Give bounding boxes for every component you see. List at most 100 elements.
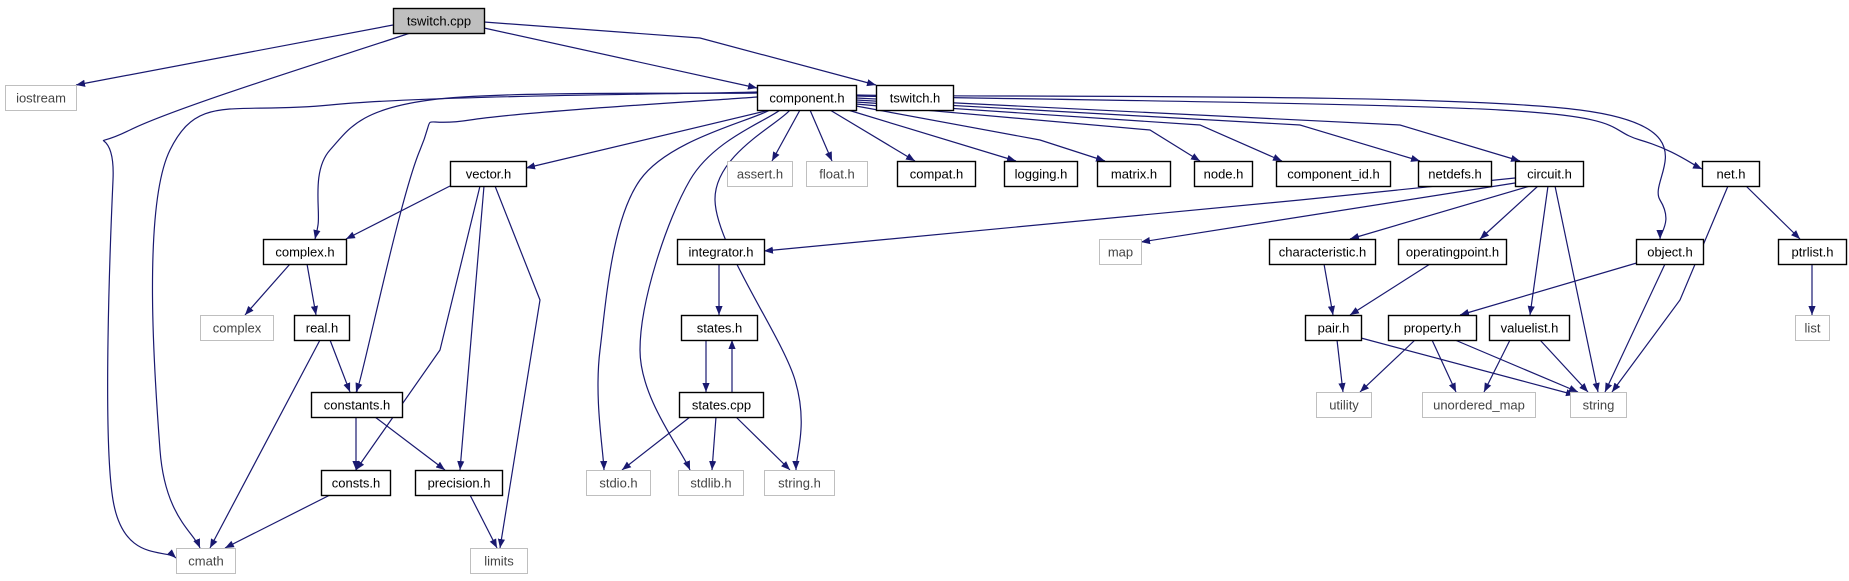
node-circuit-h[interactable]: circuit.h [1514, 160, 1585, 188]
edge-object-h-to-property-h [1459, 261, 1641, 316]
node-operatingpoint-h[interactable]: operatingpoint.h [1397, 238, 1508, 266]
edge-valuelist-h-to-string [1539, 339, 1589, 393]
edge-complex-h-to-complex [244, 263, 291, 316]
node-label: component.h [769, 91, 844, 106]
edge-property-h-to-unordered-map [1431, 339, 1457, 393]
edge-component-h-to-circuit-h [855, 97, 1521, 162]
node-consts-h[interactable]: consts.h [320, 469, 392, 497]
node-box [678, 391, 765, 419]
node-label: operatingpoint.h [1406, 245, 1499, 260]
edge-component-h-to-node-h [855, 103, 1201, 162]
node-node-h[interactable]: node.h [1193, 160, 1254, 188]
node-characteristic-h[interactable]: characteristic.h [1268, 238, 1377, 266]
node-label: map [1108, 245, 1133, 260]
node-constants-h[interactable]: constants.h [310, 391, 404, 419]
node-box [1316, 392, 1372, 418]
node-box [293, 314, 351, 342]
node-label: pair.h [1318, 321, 1350, 336]
node-integrator-h[interactable]: integrator.h [676, 238, 766, 266]
node-box [1397, 238, 1508, 266]
node-unordered-map: unordered_map [1422, 392, 1536, 418]
edge-states-cpp-to-string-h [735, 416, 791, 471]
edge-characteristic-h-to-pair-h [1323, 263, 1335, 316]
edge-states-cpp-to-stdio-h [621, 416, 691, 471]
node-label: compat.h [910, 167, 963, 182]
node-box [414, 469, 504, 497]
node-box [676, 238, 766, 266]
node-vector-h[interactable]: vector.h [449, 160, 528, 188]
node-assert-h: assert.h [727, 161, 793, 187]
node-stdlib-h: stdlib.h [678, 470, 744, 496]
node-component-h[interactable]: component.h [756, 84, 858, 112]
node-tswitch-h[interactable]: tswitch.h [875, 84, 955, 112]
node-box [392, 7, 486, 35]
node-label: node.h [1204, 167, 1244, 182]
edge-component-h-to-logging-h [847, 109, 1017, 162]
edge-object-h-to-string [1604, 263, 1666, 393]
node-box [5, 85, 77, 111]
node-label: complex [213, 321, 262, 336]
edge-property-h-to-string [1454, 339, 1579, 393]
edge-property-h-to-utility [1359, 339, 1416, 393]
node-precision-h[interactable]: precision.h [414, 469, 504, 497]
node-label: circuit.h [1527, 167, 1572, 182]
edge-component-h-to-compat-h [829, 109, 916, 162]
node-logging-h[interactable]: logging.h [1003, 160, 1079, 188]
node-string: string [1570, 392, 1627, 418]
node-component-id-h[interactable]: component_id.h [1275, 160, 1392, 188]
node-box [449, 160, 528, 188]
node-ptrlist-h[interactable]: ptrlist.h [1777, 238, 1848, 266]
node-label: tswitch.h [890, 91, 941, 106]
node-complex-h[interactable]: complex.h [262, 238, 348, 266]
node-label: string [1583, 398, 1615, 413]
edge-component-h-to-stdlib-h [639, 109, 781, 471]
node-label: real.h [306, 321, 339, 336]
edge-component-h-to-cmath [151, 91, 758, 549]
node-box [1096, 160, 1172, 188]
edge-tswitch-cpp-to-component-h [483, 27, 758, 90]
node-utility: utility [1316, 392, 1372, 418]
node-label: precision.h [428, 476, 491, 491]
edge-precision-h-to-limits [469, 494, 498, 549]
edge-component-h-to-vector-h [525, 109, 771, 170]
node-compat-h[interactable]: compat.h [896, 160, 977, 188]
edge-component-h-to-netdefs-h [855, 99, 1421, 162]
edge-circuit-h-to-valuelist-h [1527, 185, 1549, 316]
node-tswitch-cpp[interactable]: tswitch.cpp [392, 7, 486, 35]
node-label: net.h [1717, 167, 1746, 182]
node-states-cpp[interactable]: states.cpp [678, 391, 765, 419]
node-netdefs-h[interactable]: netdefs.h [1417, 160, 1493, 188]
edge-operatingpoint-h-to-pair-h [1349, 263, 1431, 316]
node-label: object.h [1647, 245, 1693, 260]
edge-consts-h-to-cmath [224, 494, 331, 549]
node-label: logging.h [1015, 167, 1068, 182]
node-box [310, 391, 404, 419]
node-property-h[interactable]: property.h [1387, 314, 1478, 342]
node-box [586, 470, 651, 496]
node-object-h[interactable]: object.h [1635, 238, 1705, 266]
node-matrix-h[interactable]: matrix.h [1096, 160, 1172, 188]
node-box [727, 161, 793, 187]
node-label: vector.h [466, 167, 512, 182]
node-label: component_id.h [1287, 167, 1380, 182]
node-pair-h[interactable]: pair.h [1304, 314, 1363, 342]
node-net-h[interactable]: net.h [1701, 160, 1761, 188]
node-states-h[interactable]: states.h [680, 314, 759, 342]
node-label: constants.h [324, 398, 391, 413]
node-label: ptrlist.h [1792, 245, 1834, 260]
node-label: assert.h [737, 167, 783, 182]
node-label: property.h [1404, 321, 1462, 336]
node-label: matrix.h [1111, 167, 1157, 182]
node-label: list [1805, 321, 1821, 336]
edge-component-h-to-complex-h [313, 92, 758, 240]
node-box [1422, 392, 1536, 418]
node-label: unordered_map [1433, 398, 1525, 413]
node-label: valuelist.h [1501, 321, 1559, 336]
node-box [1193, 160, 1254, 188]
node-valuelist-h[interactable]: valuelist.h [1488, 314, 1571, 342]
node-real-h[interactable]: real.h [293, 314, 351, 342]
node-box [806, 161, 868, 187]
edge-pair-h-to-utility [1336, 339, 1346, 393]
node-box [1701, 160, 1761, 188]
